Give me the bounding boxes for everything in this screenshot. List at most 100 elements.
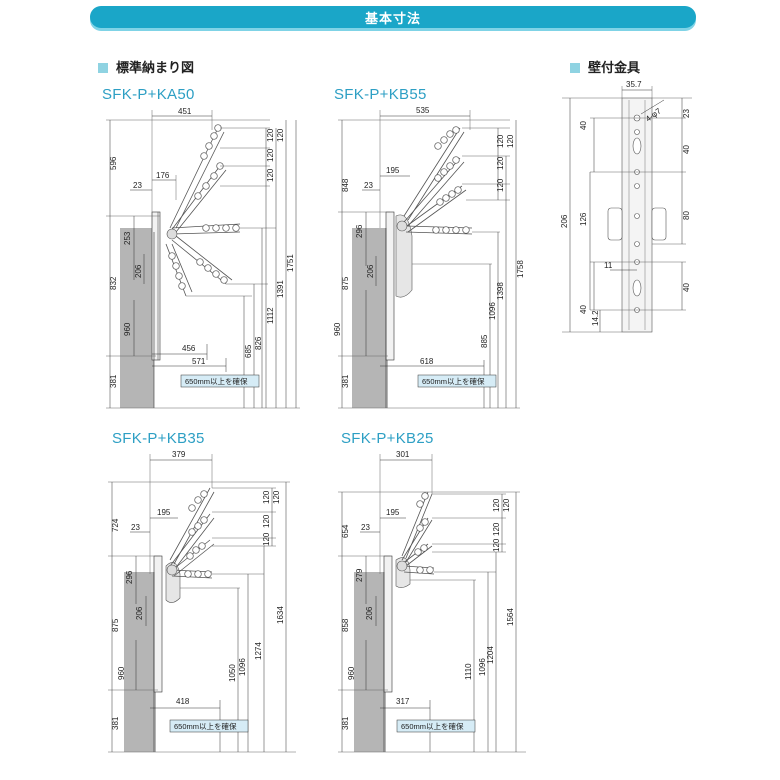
- right-hook: [651, 207, 667, 241]
- dim-label: 120: [276, 128, 285, 142]
- dim-label: 596: [109, 156, 118, 170]
- section-marker: [98, 63, 108, 73]
- dim-label: 176: [156, 171, 170, 180]
- dim-label: 418: [176, 697, 190, 706]
- dim-label: 120: [266, 168, 275, 182]
- dim-label: 120: [506, 134, 515, 148]
- dim-label: 120: [262, 490, 271, 504]
- dim-label: 120: [492, 498, 501, 512]
- dim-label: 195: [157, 508, 171, 517]
- model-name-kb55: SFK-P+KB55: [334, 86, 427, 103]
- dim-label: 40: [579, 305, 588, 314]
- dim-label: 1274: [254, 642, 263, 660]
- dim-label: 120: [262, 514, 271, 528]
- dim-label: 14.2: [591, 310, 600, 326]
- dim-label: 279: [355, 568, 364, 582]
- extension-lines: [338, 110, 520, 409]
- dim-label: 120: [496, 178, 505, 192]
- labels-ka50: 451 176 23 596 832 381 253 206 960 456 5…: [109, 107, 295, 388]
- clearance-note: 650mm以上を確保: [422, 376, 485, 386]
- pivot-knob: [396, 560, 408, 572]
- labels-kb25: 301 195 23 654 858 381 279 206 960 317 1…: [341, 450, 515, 731]
- dim-label: 826: [254, 336, 263, 350]
- dim-label: 120: [492, 538, 501, 552]
- extension-lines: [338, 454, 526, 753]
- dim-label: 317: [396, 697, 410, 706]
- dim-label: 381: [111, 716, 120, 730]
- dim-label: 120: [502, 498, 511, 512]
- dim-label: 80: [682, 211, 691, 220]
- labels-kb55: 535 195 23 848 875 381 296 206 960 618 1…: [333, 106, 525, 388]
- mount-bracket: [385, 211, 395, 361]
- dim-label: 875: [111, 618, 120, 632]
- dim-label: 381: [341, 716, 350, 730]
- pivot-knob: [166, 228, 178, 240]
- extension-lines: [108, 454, 296, 753]
- dim-label: 1564: [506, 608, 515, 626]
- drawing-kb35: [108, 454, 296, 753]
- dim-label: 848: [341, 178, 350, 192]
- dim-label: 1758: [516, 260, 525, 278]
- model-name-kb35: SFK-P+KB35: [112, 430, 205, 447]
- dim-label: 40: [579, 121, 588, 130]
- dim-label: 1096: [488, 302, 497, 320]
- dim-label: 120: [496, 134, 505, 148]
- mount-bracket: [383, 555, 393, 693]
- dimension-lines: [109, 115, 297, 408]
- model-name-ka50: SFK-P+KA50: [102, 86, 195, 103]
- dim-label: 1751: [286, 254, 295, 272]
- dim-label: 120: [496, 156, 505, 170]
- labels-kb35: 379 195 23 724 875 381 296 206 960 418 1…: [111, 450, 285, 731]
- dim-label: 206: [365, 606, 374, 620]
- dim-label: 451: [178, 107, 192, 116]
- dim-label: 960: [333, 322, 342, 336]
- dim-label: 885: [480, 334, 489, 348]
- dim-label: 381: [109, 374, 118, 388]
- dim-label: 120: [272, 490, 281, 504]
- extension-lines: [562, 86, 692, 333]
- dim-label: 120: [266, 148, 275, 162]
- dim-label: 301: [396, 450, 410, 459]
- dimension-lines: [569, 89, 683, 332]
- dim-label: 195: [386, 166, 400, 175]
- dim-label: 379: [172, 450, 186, 459]
- dim-label: 23: [364, 181, 373, 190]
- dim-label: 40: [682, 145, 691, 154]
- dim-label: 1110: [464, 663, 473, 680]
- dim-label: 1096: [238, 658, 247, 676]
- dim-label: 1204: [486, 646, 495, 664]
- dim-label: 1391: [276, 280, 285, 298]
- clearance-note-box: [417, 374, 497, 388]
- drawing-kb55: [338, 110, 520, 409]
- dim-label: 296: [125, 570, 134, 584]
- dim-label: 206: [134, 264, 143, 278]
- dim-label: 1634: [276, 606, 285, 624]
- dim-label: 875: [341, 276, 350, 290]
- pivot-knob: [166, 564, 178, 576]
- pivot-knob: [396, 220, 408, 232]
- extension-lines: [106, 110, 300, 409]
- dimension-lines: [341, 459, 517, 752]
- arm-rings: [184, 490, 212, 578]
- title-banner: 基本寸法: [90, 6, 696, 28]
- dim-label: 120: [266, 128, 275, 142]
- wall: [352, 228, 388, 408]
- clearance-note-box: [169, 719, 249, 733]
- drawing-kb25: [338, 454, 526, 753]
- clearance-note-box: [396, 719, 476, 733]
- drawing-bracket: [562, 86, 692, 333]
- dim-label: 23: [131, 523, 140, 532]
- dim-label: 11: [604, 261, 613, 270]
- clearance-note-box: [180, 374, 260, 388]
- dim-label: 206: [560, 214, 569, 228]
- dimension-lines: [341, 115, 517, 408]
- dim-label: 960: [123, 322, 132, 336]
- dim-label: 381: [341, 374, 350, 388]
- model-name-kb25: SFK-P+KB25: [341, 430, 434, 447]
- left-hook: [607, 207, 623, 241]
- dim-label: 535: [416, 106, 430, 115]
- dim-label: 296: [355, 224, 364, 238]
- arm-rings: [414, 492, 434, 574]
- dim-label: 1050: [228, 664, 237, 682]
